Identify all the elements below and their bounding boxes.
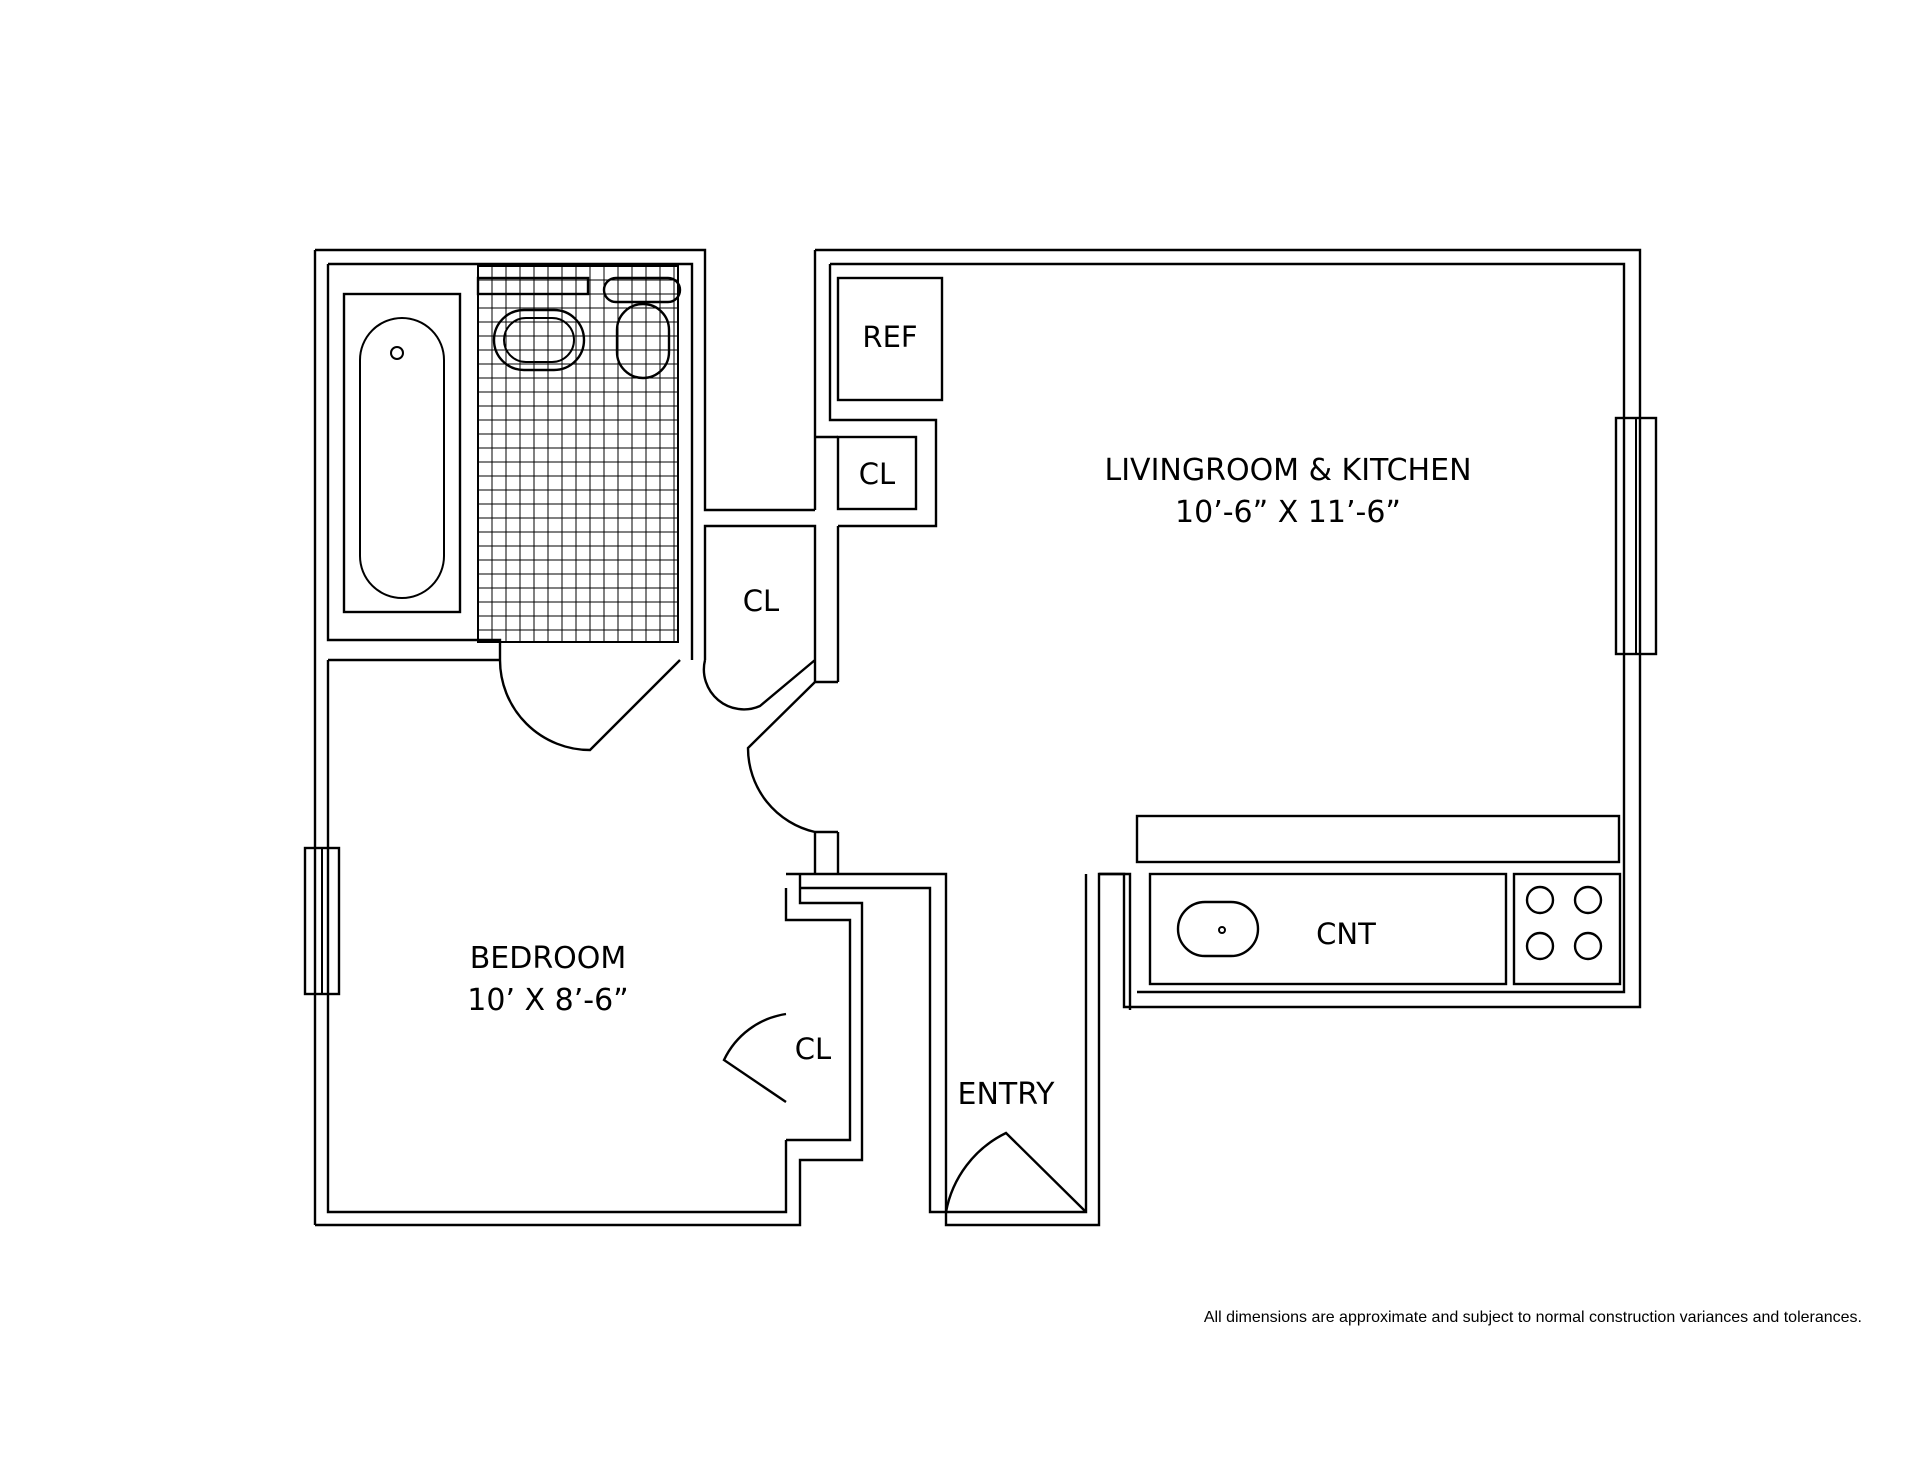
middle-closet-wall [702, 524, 817, 711]
living-inner-wall [828, 262, 1626, 994]
burner-icon [1525, 885, 1555, 915]
bedroom-outer-wall [315, 874, 864, 1227]
bedroom-closet-door-swing [722, 1012, 787, 1103]
top-closet [836, 435, 918, 511]
kitchen-counter [1148, 872, 1508, 986]
counter-label: CNT [1316, 917, 1376, 951]
bathroom-inner-wall [326, 262, 694, 660]
bedroom [303, 658, 1132, 1227]
toilet-tank [602, 276, 682, 304]
middle-closet-label: CL [743, 584, 779, 618]
burner-icon [1573, 885, 1603, 915]
vanity-shelf [476, 276, 590, 296]
kitchen-peninsula [1135, 814, 1621, 864]
hall-door-swing [746, 526, 840, 874]
refrigerator [836, 276, 944, 402]
top-closet-label: CL [859, 457, 895, 491]
bathtub [342, 292, 462, 614]
bathtub-drain-icon [390, 346, 404, 360]
entry-label: ENTRY [958, 1077, 1056, 1112]
bedroom-closet-label: CL [795, 1032, 831, 1066]
toilet-bowl [615, 302, 671, 380]
bathroom-outer-wall [313, 248, 815, 1225]
bedroom-label: BEDROOM [470, 941, 627, 976]
bedroom-inner-wall [326, 658, 852, 1214]
kitchen-sink [1176, 900, 1260, 958]
bathroom-sink [492, 308, 586, 372]
entry-door-swing [944, 1131, 1087, 1213]
tile-area [477, 265, 679, 643]
bathroom-door-swing [498, 659, 681, 752]
burner-icon [1573, 931, 1603, 961]
living-room-dimensions: 10’-6” X 11’-6” [1175, 495, 1401, 530]
stove [1512, 872, 1622, 986]
hallway-wall [786, 872, 1132, 1227]
bathroom-sink-basin [503, 317, 575, 363]
bedroom-dimensions: 10’ X 8’-6” [467, 983, 628, 1018]
hall-closets [702, 524, 840, 874]
living-kitchen [813, 248, 1658, 1009]
living-room-label: LIVINGROOM & KITCHEN [1104, 453, 1471, 488]
kitchen-sink-drain-icon [1218, 926, 1226, 934]
bathtub-basin [359, 317, 445, 599]
bathroom [313, 248, 815, 1225]
refrigerator-label: REF [862, 320, 917, 354]
disclaimer-text: All dimensions are approximate and subje… [1204, 1309, 1862, 1326]
burner-icon [1525, 931, 1555, 961]
living-outer-wall [813, 248, 1642, 1009]
